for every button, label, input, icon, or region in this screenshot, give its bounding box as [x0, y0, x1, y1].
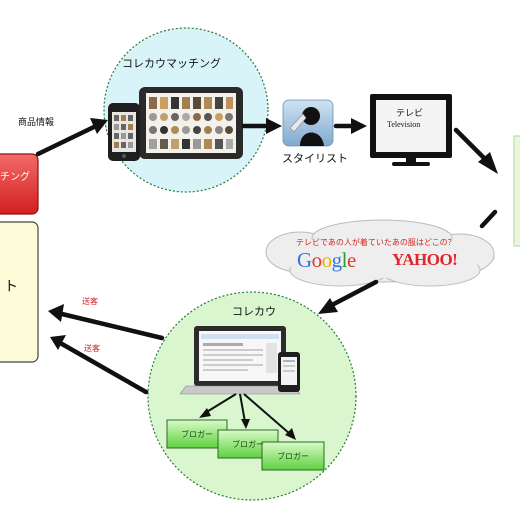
arrow-referral-2 [59, 341, 149, 395]
tablet-icon [139, 87, 243, 159]
arrow-right-to-cloud [479, 209, 498, 229]
blogger-label-2: ブロガー [232, 440, 264, 449]
top-circle-title: コレカウマッチング [122, 57, 221, 70]
right-panel [513, 135, 520, 247]
referral-label-1: 送客 [82, 297, 98, 306]
cloud-question: テレビであの人が着ていたあの服はどこの？ [296, 238, 456, 247]
matching-box [0, 153, 39, 215]
stylist-icon [282, 99, 334, 147]
arrow-cloud-to-bottom [327, 279, 379, 309]
laptop-icon [179, 326, 301, 395]
arrow-laptop-to-blogger-1 [204, 393, 237, 414]
left-box-label: ト [4, 279, 18, 295]
left-box [0, 221, 39, 363]
bottom-circle-title: コレカウ [232, 305, 276, 318]
cloud-fill [278, 234, 486, 278]
arrow-laptop-to-blogger-2 [239, 393, 246, 423]
arrow-laptop-to-blogger-3 [243, 393, 291, 435]
matching-box-label: チング [0, 172, 30, 183]
google-logo: Google [297, 248, 356, 272]
tv-label-jp: テレビ [396, 109, 424, 119]
arrow-matching-to-top [35, 123, 99, 157]
stylist-label: スタイリスト [282, 152, 348, 165]
arrow-referral-1 [59, 311, 165, 341]
yahoo-logo: YAHOO! [392, 250, 458, 269]
bottom-circle [147, 291, 357, 501]
television-icon [370, 94, 452, 166]
referral-label-2: 送客 [84, 344, 100, 353]
blogger-label-1: ブロガー [181, 430, 213, 439]
arrow-tv-to-right [453, 127, 491, 165]
shop-info-label: 商品情報 [18, 118, 55, 128]
smartphone-icon [108, 103, 140, 161]
blogger-label-3: ブロガー [277, 452, 309, 461]
blogger-box-3 [261, 441, 325, 471]
tv-label-en: Television [387, 120, 421, 129]
